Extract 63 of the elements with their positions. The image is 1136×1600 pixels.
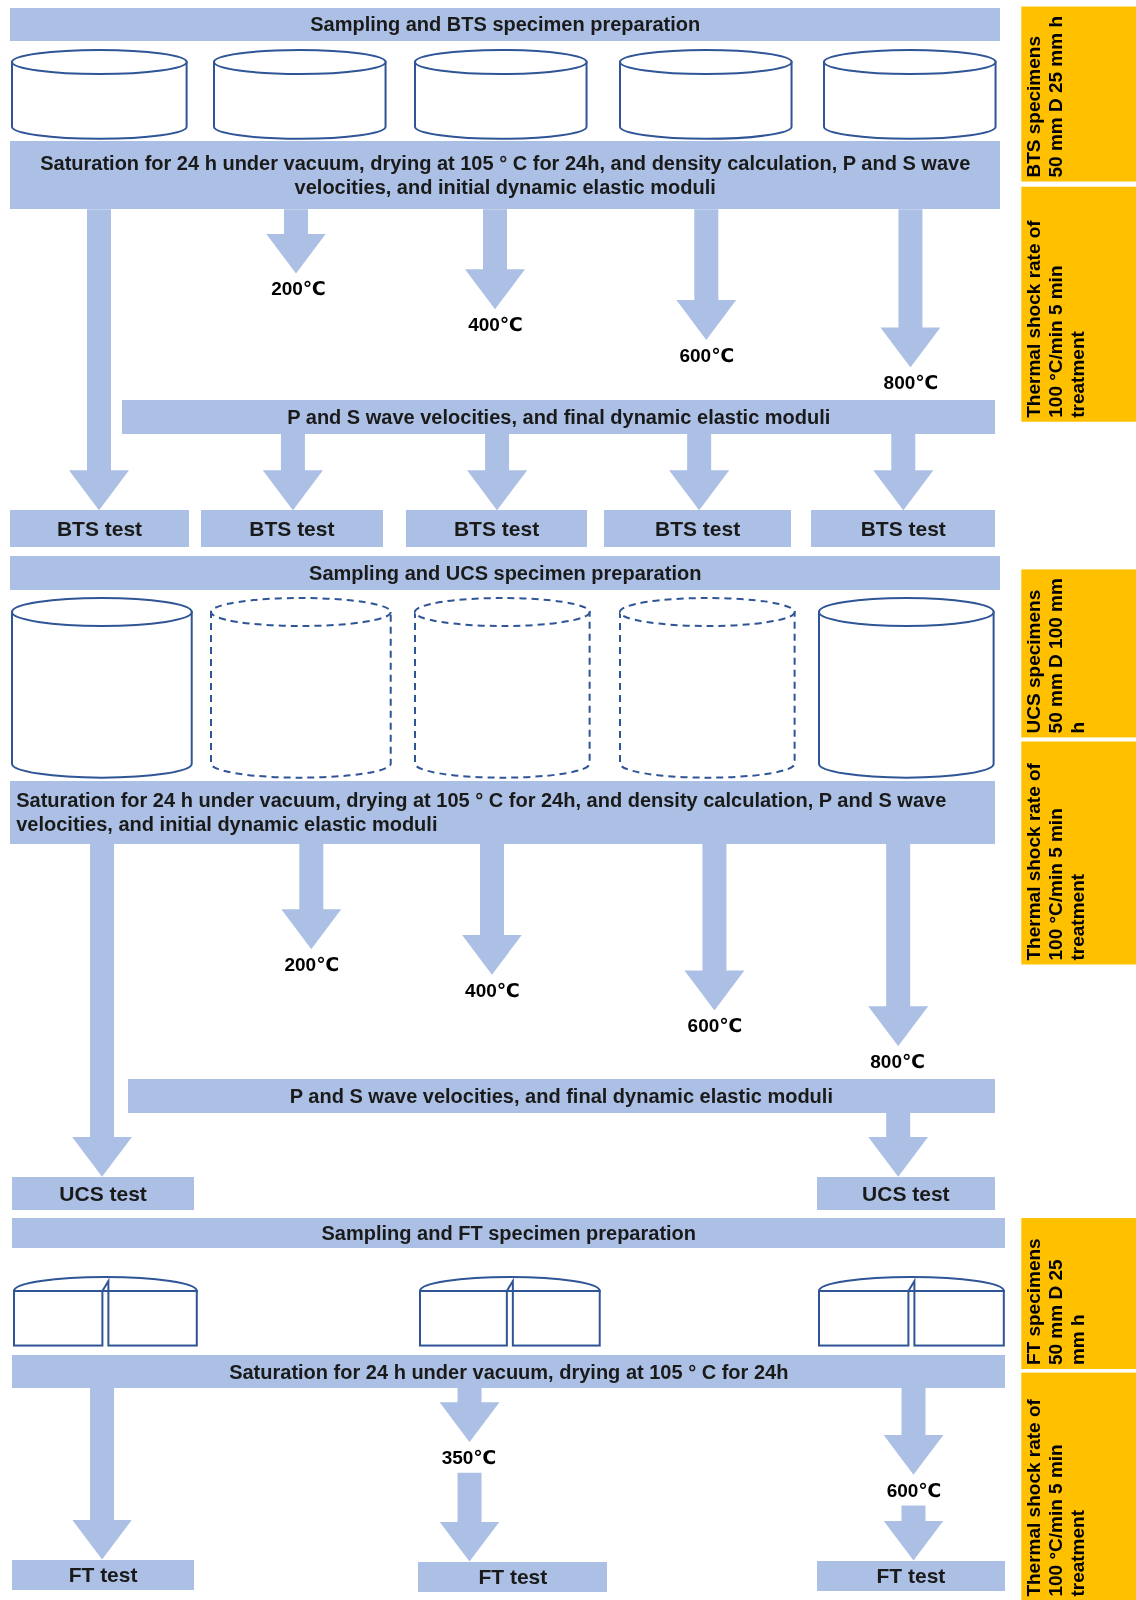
block-arrow (883, 1505, 944, 1561)
temperature-label: 800℃ (872, 367, 950, 399)
test-box: BTS test (811, 510, 996, 548)
block-arrow (684, 844, 745, 1011)
process-bar: Saturation for 24 h under vacuum, drying at 105 ° C for 24h, and density calculation, P and S wave velocities, and initial dynamic elastic moduli (10, 140, 1001, 210)
process-bar: Saturation for 24 h under vacuum, drying at 105 ° C for 24h, and density calculation, P and S wave velocities, and initial dynamic elastic moduli (10, 780, 996, 845)
test-box: UCS test (12, 1176, 194, 1211)
temperature-label: 350℃ (430, 1442, 508, 1473)
test-box: BTS test (201, 510, 383, 548)
block-arrow (69, 209, 129, 511)
info-panel: FT specimens 50 mm D 25 mm h (1020, 1217, 1136, 1369)
process-bar: Sampling and BTS specimen preparation (10, 8, 1001, 41)
block-arrow (262, 433, 323, 511)
test-box: FT test (816, 1560, 1006, 1592)
test-box: BTS test (604, 510, 791, 548)
test-box: BTS test (406, 510, 587, 548)
temperature-label: 600℃ (668, 339, 746, 371)
cylinder-drawing (413, 597, 592, 778)
temperature-label: 400℃ (457, 309, 534, 340)
block-arrow (281, 844, 342, 950)
temperature-label: 600℃ (676, 1010, 754, 1042)
process-bar: P and S wave velocities, and final dynamic elastic moduli (127, 1078, 996, 1113)
block-arrow (467, 433, 528, 511)
cylinder-drawing (617, 597, 797, 778)
temperature-label: 400℃ (454, 974, 531, 1006)
cylinder-drawing (212, 49, 388, 139)
test-box: UCS test (816, 1176, 996, 1211)
temperature-label: 600℃ (875, 1474, 953, 1506)
temperature-label: 200℃ (273, 949, 351, 980)
block-arrow (439, 1472, 500, 1562)
process-bar: Saturation for 24 h under vacuum, drying at 105 ° C for 24h (12, 1355, 1006, 1389)
cylinder-drawing (816, 597, 996, 778)
test-box: BTS test (10, 510, 189, 548)
test-box: FT test (418, 1561, 608, 1593)
block-arrow (669, 433, 730, 511)
block-arrow (880, 209, 941, 368)
info-panel: Thermal shock rate of 100 °C/min 5 min treatment (1020, 742, 1136, 965)
info-panel: Thermal shock rate of 100 °C/min 5 min treatment (1020, 1372, 1136, 1600)
info-panel: Thermal shock rate of 100 °C/min 5 min treatment (1020, 186, 1136, 422)
temperature-label: 800℃ (859, 1046, 936, 1077)
process-bar: P and S wave velocities, and final dynamic elastic moduli (122, 400, 996, 434)
cylinder-drawing (209, 597, 393, 778)
cylinder-drawing (617, 49, 794, 139)
block-arrow (883, 1388, 944, 1475)
block-arrow (676, 209, 737, 340)
block-arrow (72, 844, 133, 1177)
test-box: FT test (12, 1559, 194, 1591)
block-arrow (465, 209, 525, 310)
cylinder-drawing (413, 49, 589, 139)
temperature-label: 200℃ (260, 273, 337, 305)
block-arrow (873, 433, 934, 511)
block-arrow (439, 1388, 500, 1443)
info-panel: BTS specimens 50 mm D 25 mm h (1020, 7, 1136, 182)
process-bar: Sampling and UCS specimen preparation (10, 556, 1001, 590)
cylinder-drawing (10, 597, 194, 778)
block-arrow (266, 209, 326, 274)
block-arrow (868, 844, 929, 1047)
block-arrow (72, 1388, 133, 1560)
process-bar: Sampling and FT specimen preparation (12, 1217, 1006, 1249)
cylinder-drawing (821, 49, 998, 139)
block-arrow (461, 844, 522, 975)
block-arrow (868, 1112, 929, 1177)
cylinder-drawing (10, 49, 189, 139)
